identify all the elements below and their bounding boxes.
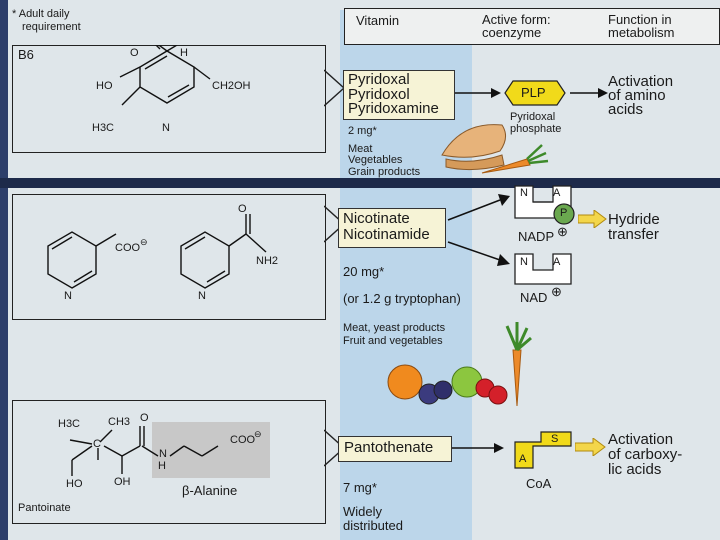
niacin-function-1: Hydride xyxy=(608,211,660,228)
b6-struct-H3C: H3C xyxy=(92,122,115,134)
bread-carrot-illustration xyxy=(441,124,549,174)
b6-function-2: of amino xyxy=(608,87,666,104)
header-active-form-2: coenzyme xyxy=(482,25,542,40)
nad-charge: ⊕ xyxy=(551,284,562,299)
pantothenate-structure-panel xyxy=(12,400,326,524)
coa-shape xyxy=(514,431,572,469)
niacin-coenzyme-1: NADP xyxy=(518,229,555,244)
panto-arrow-1 xyxy=(452,443,504,453)
niacin-vitamin-1: Nicotinamide xyxy=(343,226,430,243)
panto-source-0: Widely xyxy=(343,504,383,519)
b6-arrow-1 xyxy=(455,88,501,98)
niacin-structure-panel xyxy=(12,194,326,320)
niacin-function-2: transfer xyxy=(608,226,659,243)
panto-CH3: CH3 xyxy=(108,416,131,428)
nad-box-A: A xyxy=(553,256,561,268)
panto-HO: HO xyxy=(66,478,83,490)
panto-requirement: 7 mg* xyxy=(343,480,377,495)
b6-vitamin-2: Pyridoxamine xyxy=(348,100,439,117)
panto-function-1: Activation xyxy=(608,431,674,448)
b6-source-0: Meat xyxy=(348,143,373,155)
header-active-form-1: Active form: xyxy=(482,12,551,27)
nicotinamide-NH2: NH2 xyxy=(256,255,279,267)
niacin-requirement: 20 mg* xyxy=(343,264,385,279)
phosphate-circle xyxy=(553,203,575,225)
b6-vitamin-box xyxy=(343,70,455,120)
panto-vitamin: Pantothenate xyxy=(344,439,434,456)
panto-function-2: of carboxy- xyxy=(608,446,683,463)
phosphate-label: P xyxy=(560,207,568,219)
section-divider-band xyxy=(0,178,720,188)
panto-charge: ⊖ xyxy=(254,429,262,439)
nicotinate-N: N xyxy=(64,290,72,302)
b6-vitamin-1: Pyridoxol xyxy=(348,86,410,103)
panto-OH: OH xyxy=(114,476,131,488)
nicotinamide-O: O xyxy=(238,203,247,215)
left-edge-strip xyxy=(0,0,8,540)
coa-box-S: S xyxy=(551,433,559,445)
nadp-box-A: A xyxy=(553,187,561,199)
b6-label: B6 xyxy=(18,47,34,62)
pantothenate-structure xyxy=(69,426,219,476)
b6-source-2: Grain products xyxy=(348,166,421,178)
header-function-1: Function in xyxy=(608,12,672,27)
nad-coenzyme-shape xyxy=(514,253,572,285)
panto-vitamin-box xyxy=(338,436,452,462)
hydride-arrow xyxy=(578,210,607,228)
panto-H3C: H3C xyxy=(58,418,81,430)
note-line1: * Adult daily xyxy=(12,8,70,20)
b6-struct-O: O xyxy=(130,47,139,59)
b6-vitamin-0: Pyridoxal xyxy=(348,71,410,88)
niacin-source-0: Meat, yeast products xyxy=(343,322,446,334)
b6-coenzyme: PLP xyxy=(521,85,546,100)
b6-coenzyme-name-1: Pyridoxal xyxy=(510,111,556,123)
b6-struct-N: N xyxy=(162,122,170,134)
header-box xyxy=(344,8,720,45)
b6-function-3: acids xyxy=(608,101,644,118)
nicotinate-nicotinamide-structures xyxy=(47,214,267,289)
b6-arrow-2 xyxy=(570,88,608,98)
panto-yellow-arrow xyxy=(575,438,606,456)
pyridoxal-structure xyxy=(119,45,211,106)
b6-structure-panel xyxy=(12,45,326,153)
nadp-box-N: N xyxy=(520,187,528,199)
b6-requirement: 2 mg* xyxy=(348,125,377,137)
nadp-charge: ⊕ xyxy=(557,224,568,239)
b6-source-1: Vegetables xyxy=(348,154,403,166)
panto-N: N xyxy=(159,448,167,460)
niacin-requirement-alt: (or 1.2 g tryptophan) xyxy=(343,291,461,306)
b6-struct-HO: HO xyxy=(96,80,113,92)
panto-O: O xyxy=(140,412,149,424)
nicotinamide-N: N xyxy=(198,290,206,302)
panto-COO: COO xyxy=(230,434,256,446)
niacin-vitamin-box xyxy=(338,208,446,248)
niacin-arrows xyxy=(447,194,510,266)
b6-function-1: Activation xyxy=(608,73,674,90)
b6-coenzyme-name-2: phosphate xyxy=(510,123,562,135)
b6-struct-CH2OH: CH2OH xyxy=(212,80,251,92)
pantoinate-label: Pantoinate xyxy=(18,502,71,514)
nicotinate-COO: COO xyxy=(115,242,141,254)
note-line2: requirement xyxy=(22,21,81,33)
coa-box-A: A xyxy=(519,453,527,465)
beta-alanine-label: β-Alanine xyxy=(182,483,238,498)
b6-struct-H: H xyxy=(180,47,188,59)
panto-H: H xyxy=(158,460,166,472)
panto-function-3: lic acids xyxy=(608,461,662,478)
header-vitamin: Vitamin xyxy=(356,13,400,28)
niacin-source-1: Fruit and vegetables xyxy=(343,335,443,347)
niacin-coenzyme-2: NAD xyxy=(520,290,548,305)
panto-source-1: distributed xyxy=(343,518,403,533)
panto-C: C xyxy=(93,438,101,450)
niacin-vitamin-0: Nicotinate xyxy=(343,210,410,227)
nicotinate-charge: ⊖ xyxy=(140,237,148,247)
header-function-2: metabolism xyxy=(608,25,675,40)
plp-hexagon xyxy=(504,80,566,106)
fruit-vegetables-illustration xyxy=(387,322,532,407)
panto-coenzyme: CoA xyxy=(526,476,552,491)
nad-box-N: N xyxy=(520,256,528,268)
